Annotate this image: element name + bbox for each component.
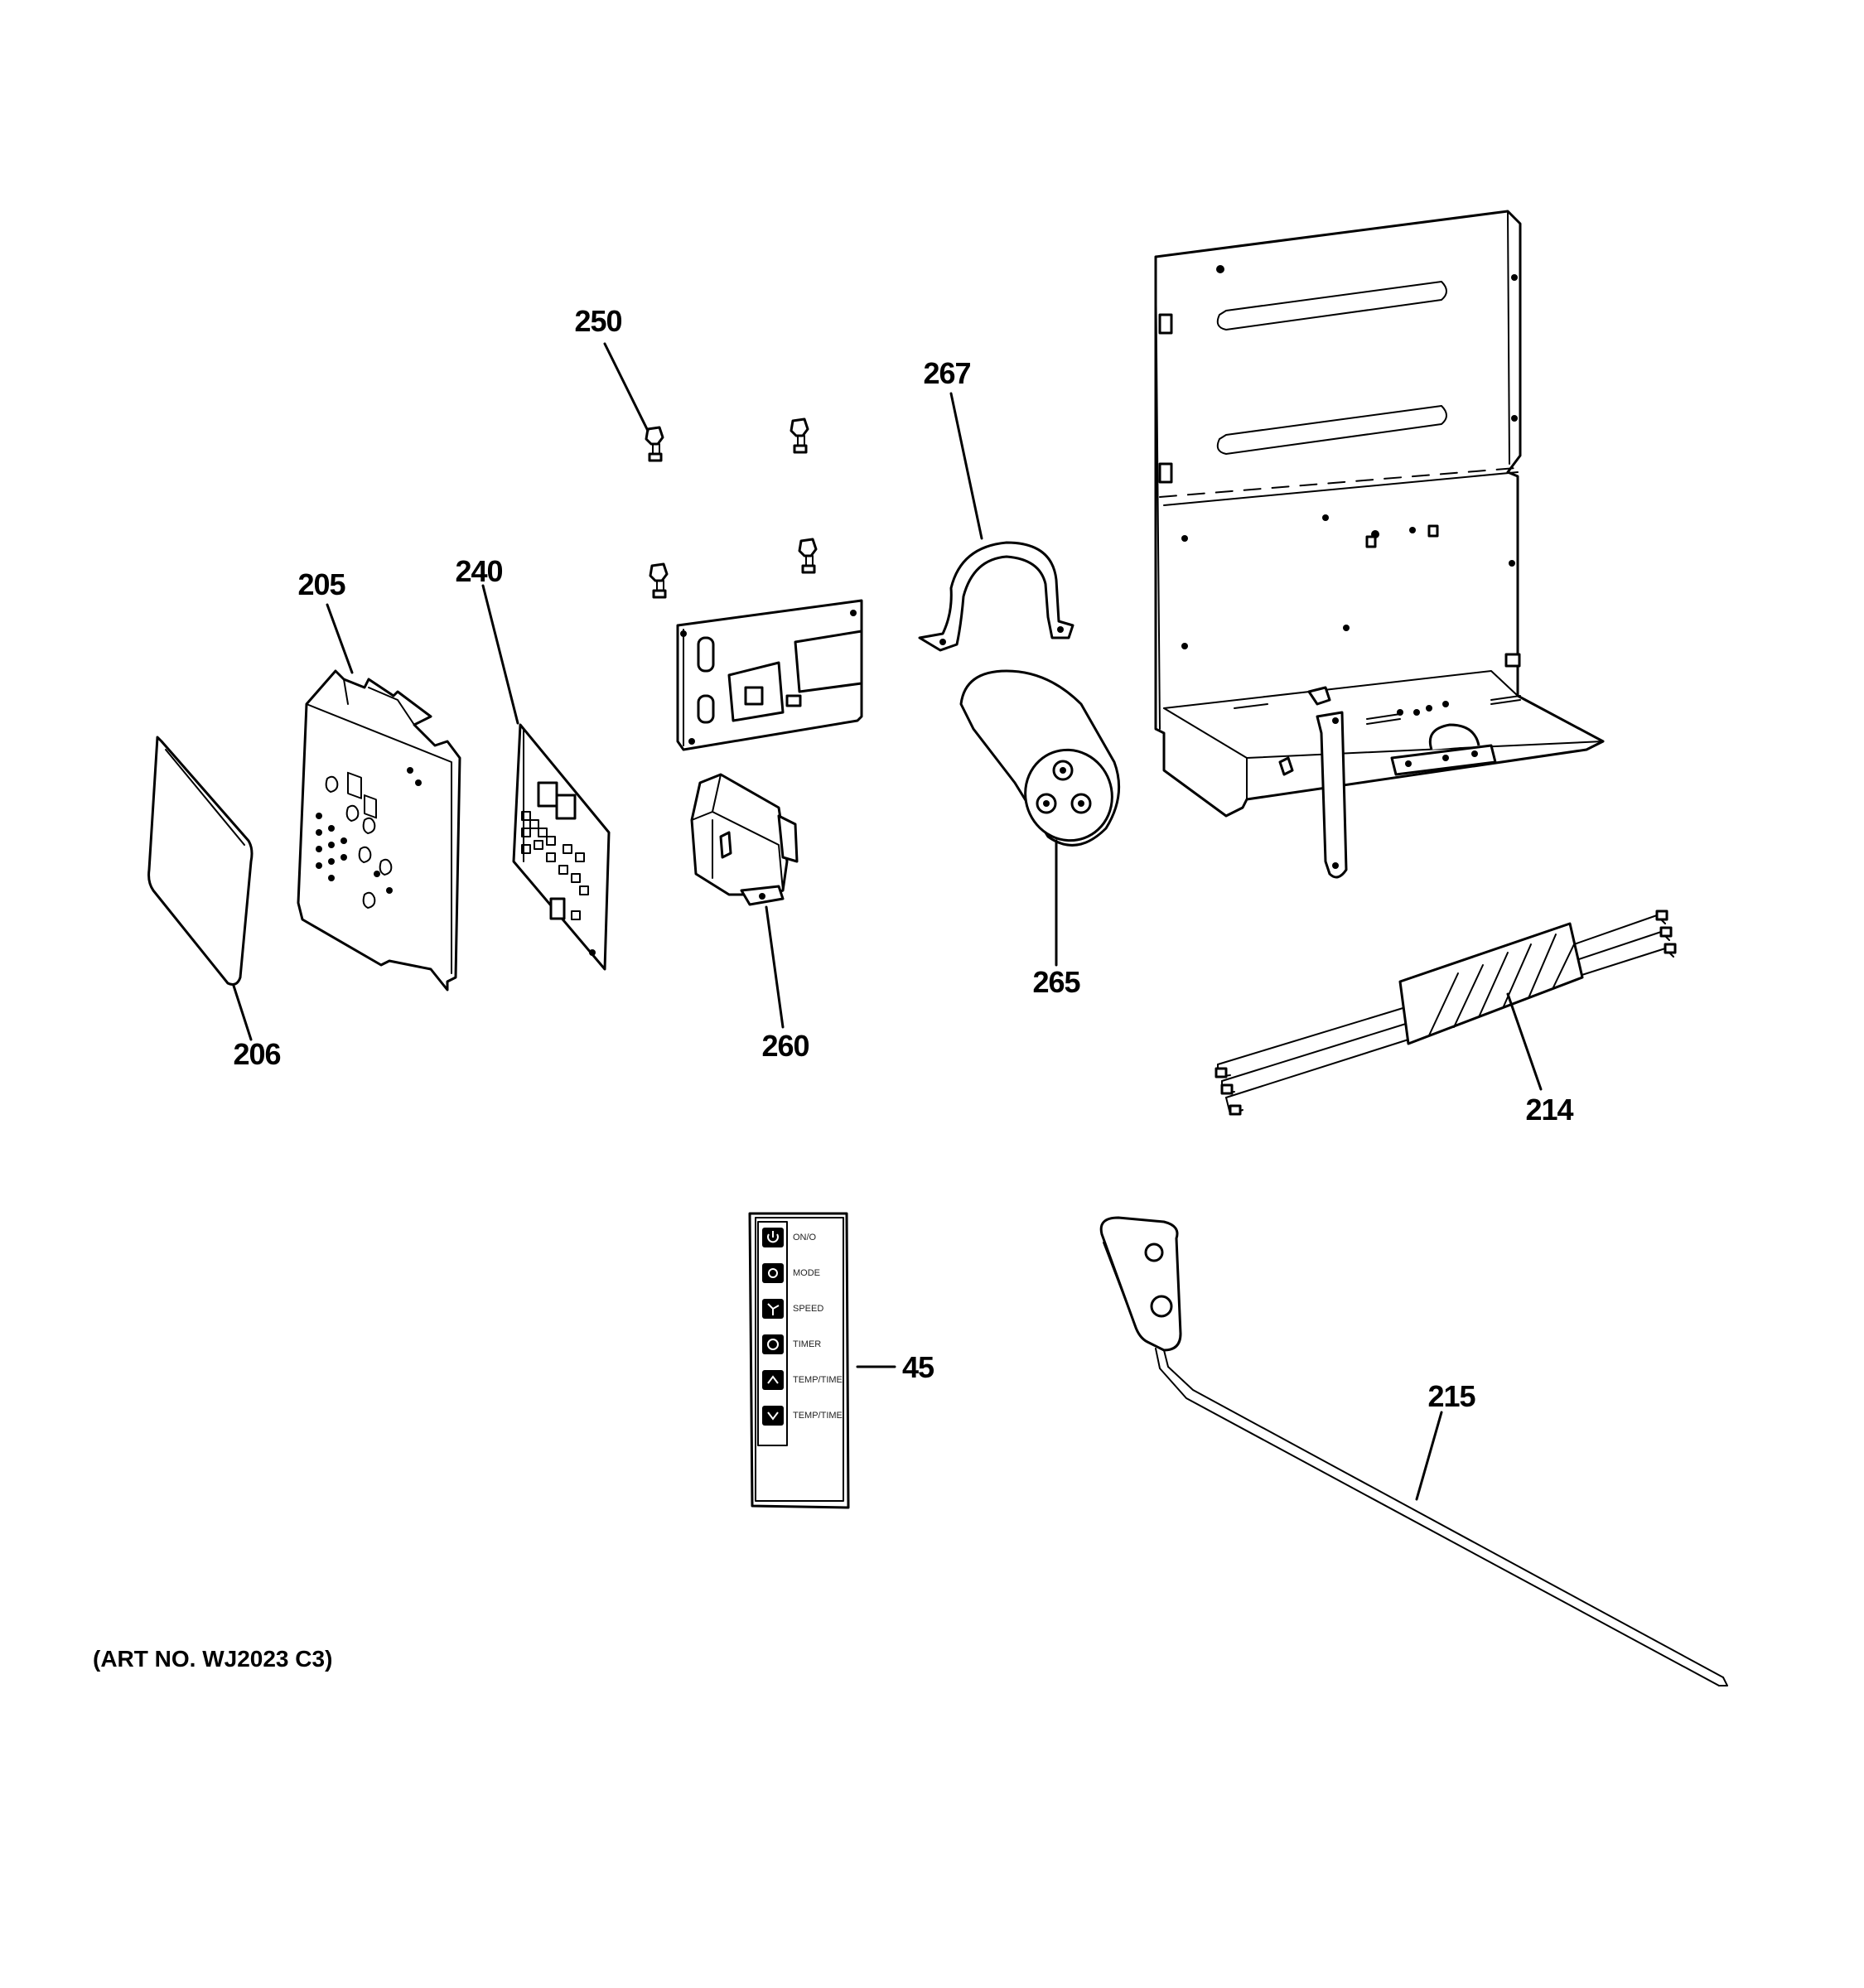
part-205-control-housing xyxy=(297,669,461,992)
callout-240: 240 xyxy=(455,554,502,588)
remote-button-down[interactable]: TEMP/TIME xyxy=(762,1406,843,1426)
leader-240 xyxy=(481,584,519,725)
callout-labels: 206 205 240 250 260 267 265 214 45 215 xyxy=(233,304,1574,1413)
callout-206: 206 xyxy=(233,1037,280,1071)
callout-205: 205 xyxy=(297,567,345,601)
remote-button-group: ON/O MODE SPEED TIMER TEMP/TIME xyxy=(762,1228,843,1426)
leader-214 xyxy=(1506,992,1543,1091)
part-267-capacitor-strap xyxy=(918,541,1074,652)
leader-205 xyxy=(326,603,354,674)
callout-45: 45 xyxy=(902,1350,934,1384)
part-relay-board xyxy=(676,599,863,751)
part-214-wire-harness xyxy=(1214,910,1677,1116)
callout-250: 250 xyxy=(574,304,621,338)
leader-250 xyxy=(603,342,650,432)
part-215-thermistor xyxy=(1099,1216,1728,1686)
callout-214: 214 xyxy=(1525,1093,1573,1127)
art-number: (ART NO. WJ2023 C3) xyxy=(93,1646,332,1672)
remote-button-mode[interactable]: MODE xyxy=(762,1263,820,1283)
callout-260: 260 xyxy=(761,1029,809,1063)
remote-label-onoff: ON/O xyxy=(793,1233,817,1242)
part-240-circuit-board xyxy=(512,723,611,971)
part-265-capacitor xyxy=(959,669,1121,847)
callout-267: 267 xyxy=(923,356,970,390)
remote-label-timer: TIMER xyxy=(793,1339,821,1349)
remote-label-temp-up: TEMP/TIME xyxy=(793,1375,843,1385)
leader-267 xyxy=(949,392,983,540)
part-control-bracket xyxy=(1154,210,1605,879)
leader-lines xyxy=(232,342,1543,1501)
part-45-remote-control: ON/O MODE SPEED TIMER TEMP/TIME xyxy=(748,1212,850,1509)
remote-button-speed[interactable]: SPEED xyxy=(762,1299,823,1319)
remote-label-temp-down: TEMP/TIME xyxy=(793,1411,843,1421)
part-250-terminals xyxy=(645,417,818,599)
leader-215 xyxy=(1415,1411,1443,1501)
leader-260 xyxy=(765,905,785,1029)
remote-label-speed: SPEED xyxy=(793,1304,823,1314)
remote-button-up[interactable]: TEMP/TIME xyxy=(762,1370,843,1390)
callout-215: 215 xyxy=(1427,1379,1475,1413)
remote-button-timer[interactable]: TIMER xyxy=(762,1334,821,1354)
remote-label-mode: MODE xyxy=(793,1268,820,1278)
part-260-transformer xyxy=(690,773,799,906)
leader-206 xyxy=(232,984,253,1041)
callout-265: 265 xyxy=(1032,965,1080,999)
part-206-overlay-panel xyxy=(147,736,254,986)
remote-button-onoff[interactable]: ON/O xyxy=(762,1228,817,1247)
